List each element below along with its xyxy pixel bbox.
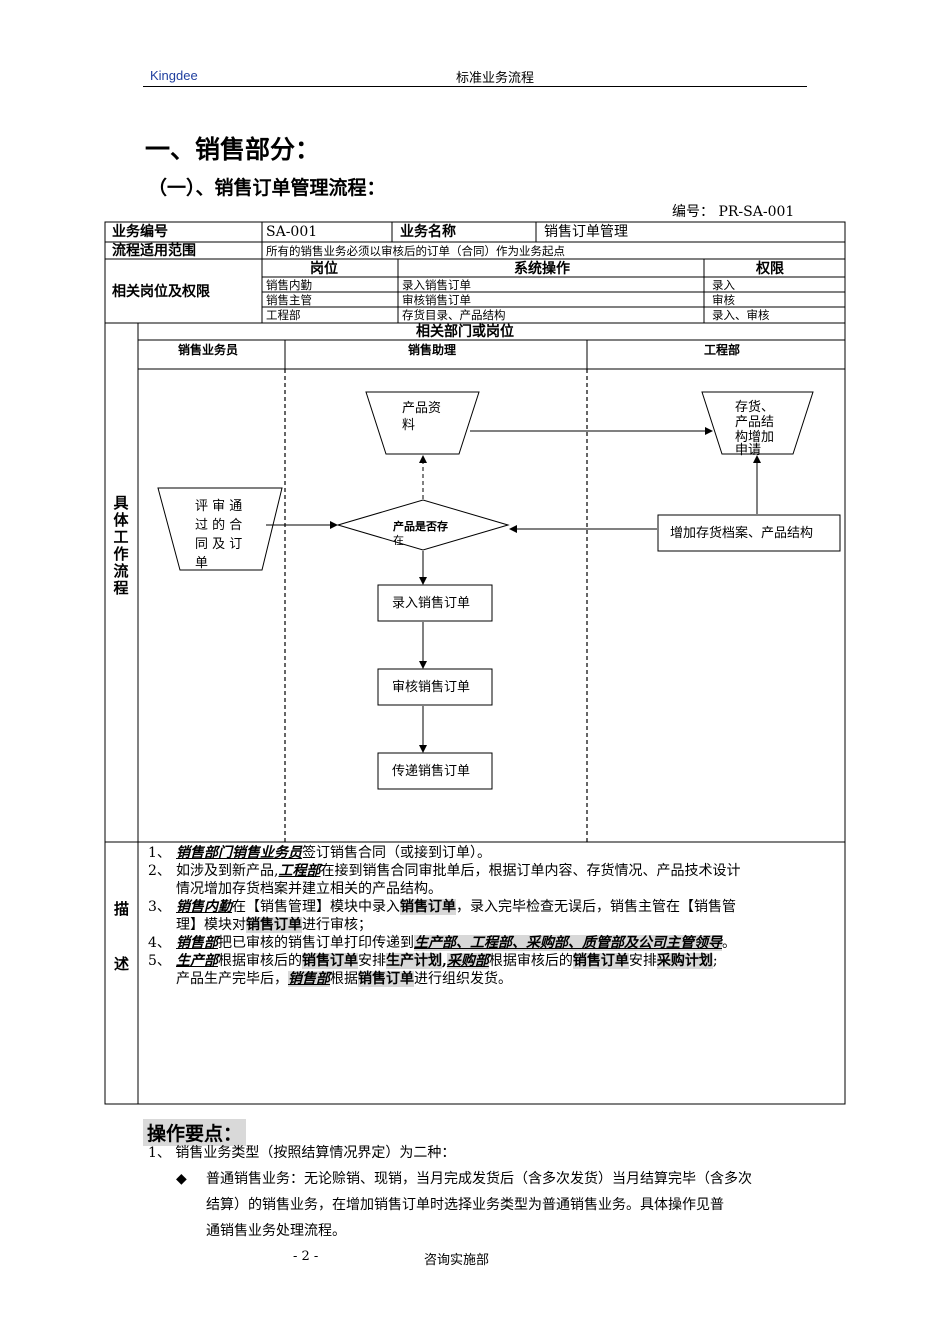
- product-data-node: [365, 391, 480, 455]
- row1-operation: 录入销售订单: [402, 278, 471, 292]
- audit-order-node: [377, 668, 493, 706]
- product-l2: 料: [402, 418, 415, 433]
- desc-line-4: 4、销售部把已审核的销售订单打印传递到生产部、工程部、采购部、质管部及公司主管领…: [148, 935, 736, 951]
- departments-title: 相关部门或岗位: [416, 324, 514, 340]
- header-rule: [143, 86, 807, 87]
- desc-side-label-1: 描: [114, 900, 130, 918]
- operation-bullet-l3: 通销售业务处理流程。: [206, 1223, 346, 1239]
- col-operation: 系统操作: [514, 261, 570, 277]
- desc-line-5: 5、生产部根据审核后的销售订单安排生产计划,采购部根据审核后的销售订单安排采购计…: [148, 953, 718, 969]
- roles-label: 相关岗位及权限: [112, 284, 210, 300]
- decision-l1: 产品是否存: [393, 519, 448, 533]
- flow-side-label: 具体工作流程: [113, 494, 129, 597]
- deliver-order-node: [377, 752, 493, 790]
- row2-post: 销售主管: [266, 293, 312, 307]
- lane-engineering: 工程部: [704, 343, 741, 357]
- inventory-l2: 产品结: [735, 415, 774, 430]
- decision-l2: 在: [393, 534, 404, 547]
- scope-text: 所有的销售业务必须以审核后的订单（合同）作为业务起点: [266, 244, 565, 258]
- desc-line-2: 2、如涉及到新产品,工程部在接到销售合同审批单后，根据订单内容、存货情况、产品技…: [148, 863, 741, 879]
- deliver-order-label: 传递销售订单: [392, 763, 470, 779]
- row1-permission: 录入: [712, 278, 735, 292]
- lane-sales-assistant: 销售助理: [408, 343, 457, 357]
- contract-l2: 过 的 合: [195, 517, 242, 533]
- operation-points-title: 操作要点：: [143, 1119, 247, 1146]
- header-title: 标准业务流程: [456, 71, 535, 86]
- add-inventory-node: [657, 514, 841, 552]
- row2-permission: 审核: [712, 293, 735, 307]
- inventory-l4: 申请: [735, 443, 761, 458]
- lane-sales-rep: 销售业务员: [178, 343, 239, 357]
- enter-order-label: 录入销售订单: [392, 595, 470, 611]
- inventory-l1: 存货、: [735, 399, 774, 415]
- operation-bullet-l1: 普通销售业务：无论赊销、现销，当月完成发货后（含多次发货）当月结算完毕（含多次: [206, 1171, 752, 1187]
- add-inventory-label: 增加存货档案、产品结构: [670, 525, 813, 541]
- desc-line-1: 1、销售部门销售业务员签订销售合同（或接到订单）。: [148, 845, 491, 861]
- header-brand: Kingdee: [150, 68, 198, 83]
- desc-line-3: 3、销售内勤在【销售管理】模块中录入销售订单，录入完毕检查无误后，销售主管在【销…: [148, 899, 736, 915]
- col-post: 岗位: [310, 261, 338, 277]
- inventory-l3: 构增加: [735, 430, 774, 445]
- operation-item-1: 1、 销售业务类型（按照结算情况界定）为二种：: [148, 1145, 456, 1161]
- contract-l1: 评 审 通: [195, 499, 242, 514]
- row3-operation: 存货目录、产品结构: [402, 308, 506, 322]
- row3-post: 工程部: [266, 308, 301, 322]
- business-name: 销售订单管理: [544, 224, 628, 240]
- doc-number: 编号： PR-SA-001: [672, 204, 795, 220]
- product-l1: 产品资: [402, 401, 441, 416]
- bullet-icon: ◆: [176, 1171, 187, 1187]
- inventory-request-node: [701, 391, 814, 455]
- row2-operation: 审核销售订单: [402, 293, 471, 307]
- footer-page: - 2 -: [293, 1249, 319, 1264]
- scope-label: 流程适用范围: [112, 243, 196, 259]
- contract-l4: 单: [195, 556, 208, 571]
- heading-1: 一、销售部分：: [145, 135, 321, 164]
- business-code: SA-001: [266, 224, 318, 240]
- audit-order-label: 审核销售订单: [392, 679, 470, 695]
- col-permission: 权限: [756, 261, 784, 277]
- operation-bullet-l2: 结算）的销售业务，在增加销售订单时选择业务类型为普通销售业务。具体操作见普: [206, 1197, 724, 1213]
- heading-2: （一）、销售订单管理流程：: [148, 177, 386, 199]
- enter-order-node: [377, 584, 493, 622]
- business-code-label: 业务编号: [112, 224, 168, 240]
- table-grid: [104, 221, 846, 1105]
- desc-line-2b: 情况增加存货档案并建立相关的产品结构。: [176, 881, 442, 897]
- desc-line-3b: 理】模块对销售订单进行审核；: [176, 917, 372, 933]
- row1-post: 销售内勤: [266, 278, 312, 292]
- desc-line-5b: 产品生产完毕后，销售部根据销售订单进行组织发货。: [176, 971, 512, 987]
- lane-dividers: [284, 369, 588, 842]
- business-name-label: 业务名称: [400, 224, 456, 240]
- contract-l3: 同 及 订: [195, 537, 242, 552]
- desc-side-label-2: 述: [114, 955, 130, 973]
- contract-node: [157, 487, 283, 571]
- footer-dept: 咨询实施部: [424, 1253, 490, 1268]
- row3-permission: 录入、审核: [712, 308, 770, 322]
- product-exists-decision: [336, 499, 510, 551]
